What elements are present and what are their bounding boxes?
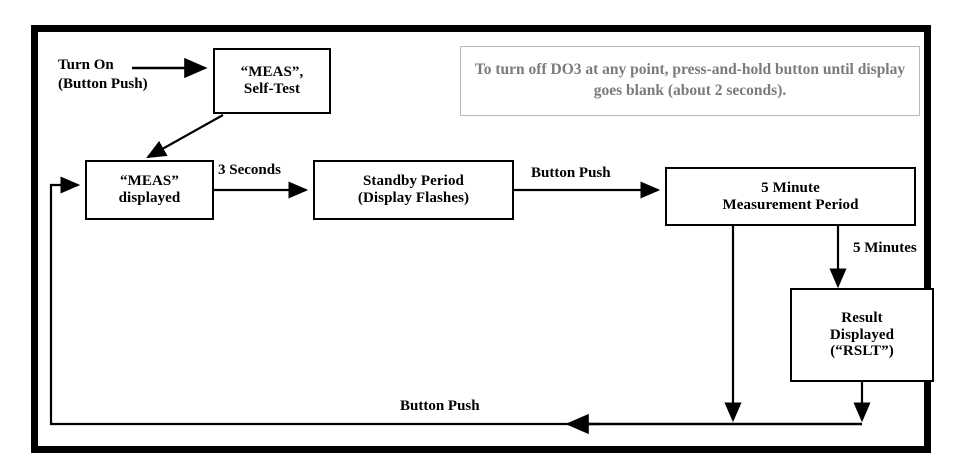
node-result-displayed-line-3: (“RSLT”) (830, 343, 894, 360)
node-result-displayed-line-1: Result (841, 309, 883, 326)
node-meas-displayed-line-2: displayed (118, 190, 181, 206)
label-turn-on-line-1: Turn On (58, 57, 114, 73)
label-button-push-top: Button Push (531, 165, 611, 181)
label-three-seconds: 3 Seconds (218, 162, 281, 178)
note-line-1: To turn off DO3 at any point, press-and-… (474, 61, 772, 79)
label-turn-on-line-2: (Button Push) (58, 75, 148, 92)
node-meas-displayed-line-1: “MEAS” (120, 173, 179, 190)
label-five-minutes: 5 Minutes (853, 240, 917, 256)
node-meas-displayed[interactable]: “MEAS” displayed (85, 160, 214, 220)
node-result-displayed-line-2: Displayed (829, 326, 895, 343)
node-standby-period-line-2: (Display Flashes) (357, 190, 470, 206)
node-measurement-period-line-1: 5 Minute (761, 179, 820, 196)
node-self-test-line-1: “MEAS”, (240, 64, 304, 81)
node-self-test-line-2: Self-Test (243, 81, 301, 97)
node-standby-period[interactable]: Standby Period (Display Flashes) (313, 160, 514, 220)
node-self-test[interactable]: “MEAS”, Self-Test (213, 48, 331, 114)
node-result-displayed[interactable]: Result Displayed (“RSLT”) (790, 288, 934, 382)
label-button-push-bottom: Button Push (400, 398, 480, 414)
node-standby-period-line-1: Standby Period (362, 173, 464, 190)
note-box: To turn off DO3 at any point, press-and-… (460, 46, 920, 116)
node-measurement-period-line-2: Measurement Period (722, 196, 859, 213)
node-measurement-period[interactable]: 5 Minute Measurement Period (665, 167, 916, 226)
note-line-2: button until display goes blank (about 2… (593, 61, 906, 99)
label-turn-on: Turn On (Button Push) (58, 56, 148, 94)
